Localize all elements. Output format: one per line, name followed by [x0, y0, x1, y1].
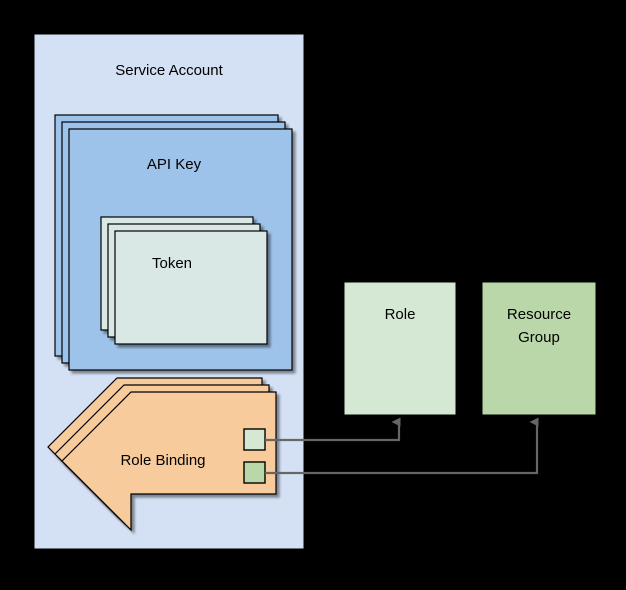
node-role[interactable]: Role	[344, 282, 456, 415]
role-binding-label: Role Binding	[120, 452, 205, 469]
resource-group-label-line-1: Resource	[507, 306, 571, 323]
role-binding-ports	[243, 428, 266, 484]
resource-group-port-square[interactable]	[243, 461, 266, 484]
resource-group-box[interactable]	[482, 282, 596, 415]
connectors	[265, 417, 539, 475]
role-label: Role	[385, 306, 416, 323]
service-account-label: Service Account	[115, 62, 223, 79]
role-box[interactable]	[344, 282, 456, 415]
node-role-binding[interactable]: Role Binding	[47, 377, 277, 532]
role-port-square[interactable]	[243, 428, 266, 451]
connector-role-binding-to-role[interactable]	[265, 417, 401, 442]
token-stack-layer-1[interactable]	[114, 230, 268, 345]
node-resource-group[interactable]: Resource Group	[482, 282, 596, 415]
token-label: Token	[152, 255, 192, 272]
resource-group-label-line-2: Group	[518, 329, 560, 346]
role-binding-stack-layer-1[interactable]	[61, 391, 277, 532]
connector-role-binding-to-resource-group[interactable]	[265, 417, 539, 475]
api-key-label: API Key	[147, 156, 202, 173]
node-token[interactable]: Token	[100, 216, 268, 345]
